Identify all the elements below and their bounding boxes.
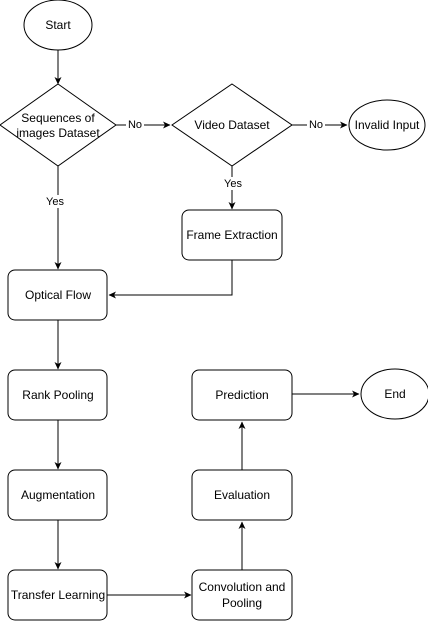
start-ellipse [23, 0, 93, 51]
node-invalid-input: Invalid Input [348, 99, 426, 151]
sequences-label-line-1: Sequences of [21, 111, 95, 125]
edge-label-seq-yes: Yes [46, 196, 64, 208]
rank-pooling-box [7, 369, 108, 421]
node-rank-pooling: Rank Pooling [7, 369, 108, 421]
transfer-learning-label: Transfer Learning [11, 588, 105, 602]
convolution-label-line-2: Pooling [222, 596, 262, 610]
node-start: Start [23, 0, 93, 51]
node-video-dataset: Video Dataset [171, 83, 293, 167]
edge-labels: No No Yes Yes [43, 118, 325, 208]
node-frame-extraction: Frame Extraction [181, 209, 283, 261]
edge-label-seq-no: No [128, 119, 142, 131]
node-end: End [360, 368, 428, 420]
prediction-label: Prediction [215, 388, 268, 402]
transfer-learning-box [7, 569, 108, 621]
node-sequences-dataset: Sequences of images Dataset [0, 83, 117, 167]
rank-pooling-label: Rank Pooling [22, 388, 93, 402]
node-prediction: Prediction [191, 369, 293, 421]
invalid-ellipse [348, 99, 426, 151]
sequences-label-line-2: images Dataset [16, 126, 100, 140]
video-label: Video Dataset [194, 118, 270, 132]
node-augmentation: Augmentation [7, 469, 108, 521]
evaluation-box [191, 469, 293, 521]
node-evaluation: Evaluation [191, 469, 293, 521]
node-convolution-pooling: Convolution and Pooling [191, 569, 293, 621]
start-label: Start [45, 18, 71, 32]
optical-flow-box [7, 269, 108, 321]
node-transfer-learning: Transfer Learning [7, 569, 108, 621]
edge-label-video-no: No [309, 119, 323, 131]
edges [54, 50, 360, 599]
prediction-box [191, 369, 293, 421]
convolution-pooling-box [191, 569, 293, 621]
edge-label-video-yes: Yes [224, 178, 242, 190]
evaluation-label: Evaluation [214, 488, 270, 502]
frame-extraction-box [181, 209, 283, 261]
end-ellipse [360, 368, 428, 420]
video-diamond [171, 83, 293, 167]
frame-extraction-label: Frame Extraction [186, 228, 277, 242]
invalid-label: Invalid Input [355, 118, 420, 132]
augmentation-label: Augmentation [21, 488, 95, 502]
edge-frame-extraction-to-optical-flow [108, 260, 233, 299]
augmentation-box [7, 469, 108, 521]
node-optical-flow: Optical Flow [7, 269, 108, 321]
convolution-label-line-1: Convolution and [199, 580, 286, 594]
end-label: End [384, 387, 405, 401]
optical-flow-label: Optical Flow [25, 288, 91, 302]
sequences-diamond [0, 83, 117, 167]
